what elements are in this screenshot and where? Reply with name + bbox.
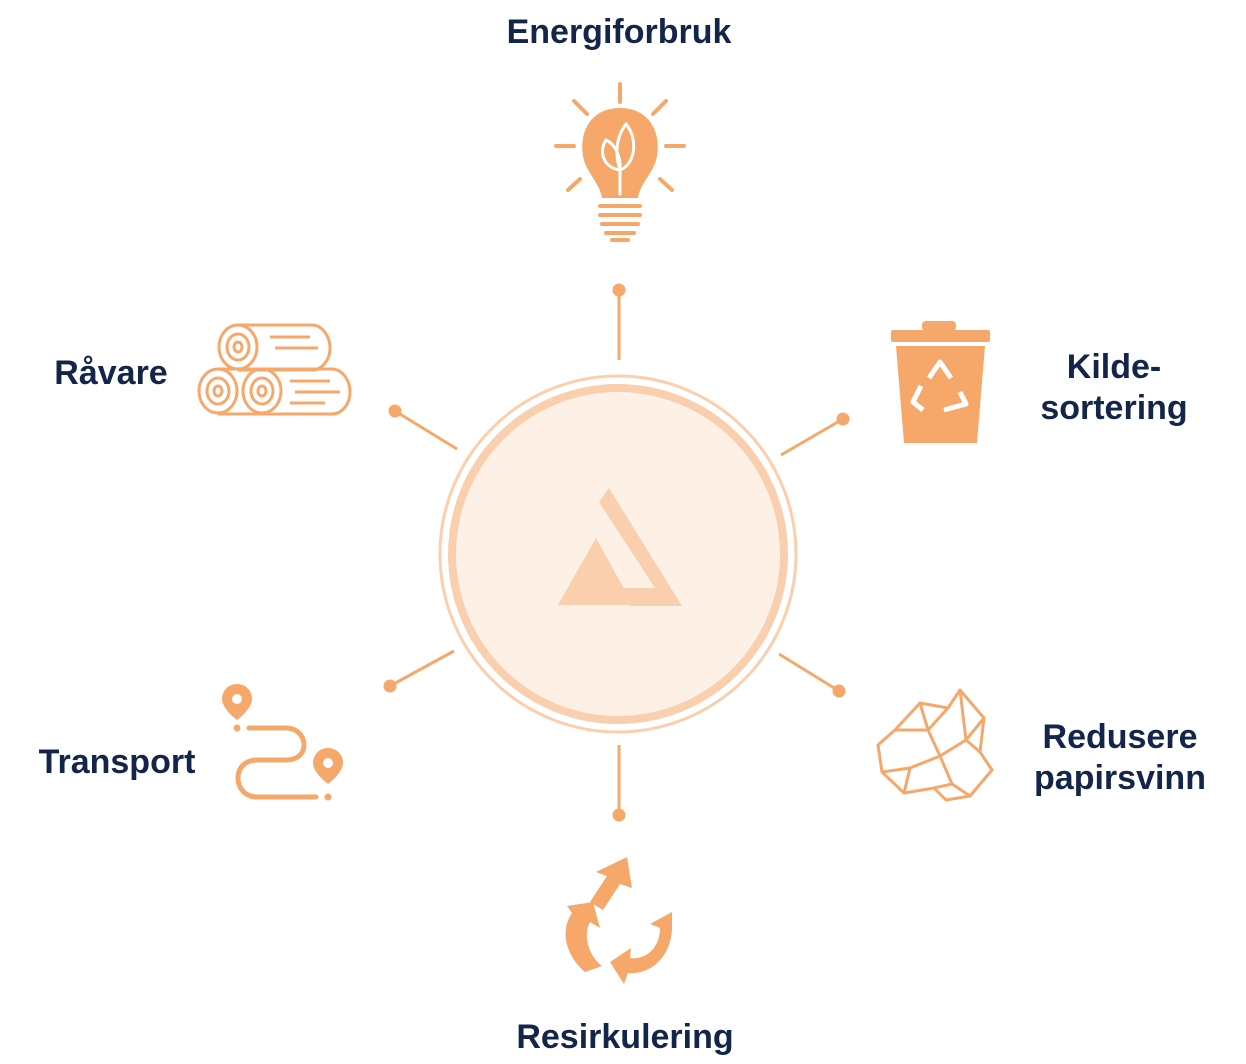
lightbulb-leaf-icon (554, 82, 686, 242)
connector-kilde (780, 412, 850, 457)
connector-ravare (388, 404, 458, 451)
crumpled-paper-icon (876, 688, 994, 802)
node-label-transport-line-1: Transport (38, 743, 196, 781)
node-label-kilde-line-1: Kilde- (1066, 348, 1162, 386)
node-label-redusere-line-2: papirsvinn (1034, 759, 1206, 797)
route-pins-icon (222, 684, 343, 801)
recycle-arrows-icon (565, 857, 672, 984)
connector-redusere (778, 652, 846, 698)
connector-transport (383, 649, 455, 693)
node-label-energi: Energiforbruk (507, 12, 732, 53)
node-label-redusere: Redusere papirsvinn (1034, 717, 1206, 799)
node-label-kilde: Kilde- sortering (1040, 347, 1187, 429)
node-label-redusere-line-1: Redusere (1042, 718, 1198, 756)
node-label-ravare: Råvare (54, 353, 167, 394)
node-label-resirk: Resirkulering (516, 1017, 733, 1058)
timber-logs-icon (197, 323, 352, 416)
connector-energi (612, 283, 626, 360)
node-label-kilde-line-2: sortering (1040, 389, 1188, 427)
triangle-a-logo (558, 488, 682, 606)
node-label-resirk-line-1: Resirkulering (516, 1018, 734, 1056)
connector-resirk (612, 745, 626, 822)
node-label-transport: Transport (39, 742, 196, 783)
node-label-energi-line-1: Energiforbruk (506, 13, 732, 51)
recycle-bin-icon (891, 321, 990, 443)
center-hub (438, 374, 798, 734)
node-label-ravare-line-1: Råvare (54, 354, 168, 392)
connectors (383, 283, 850, 822)
